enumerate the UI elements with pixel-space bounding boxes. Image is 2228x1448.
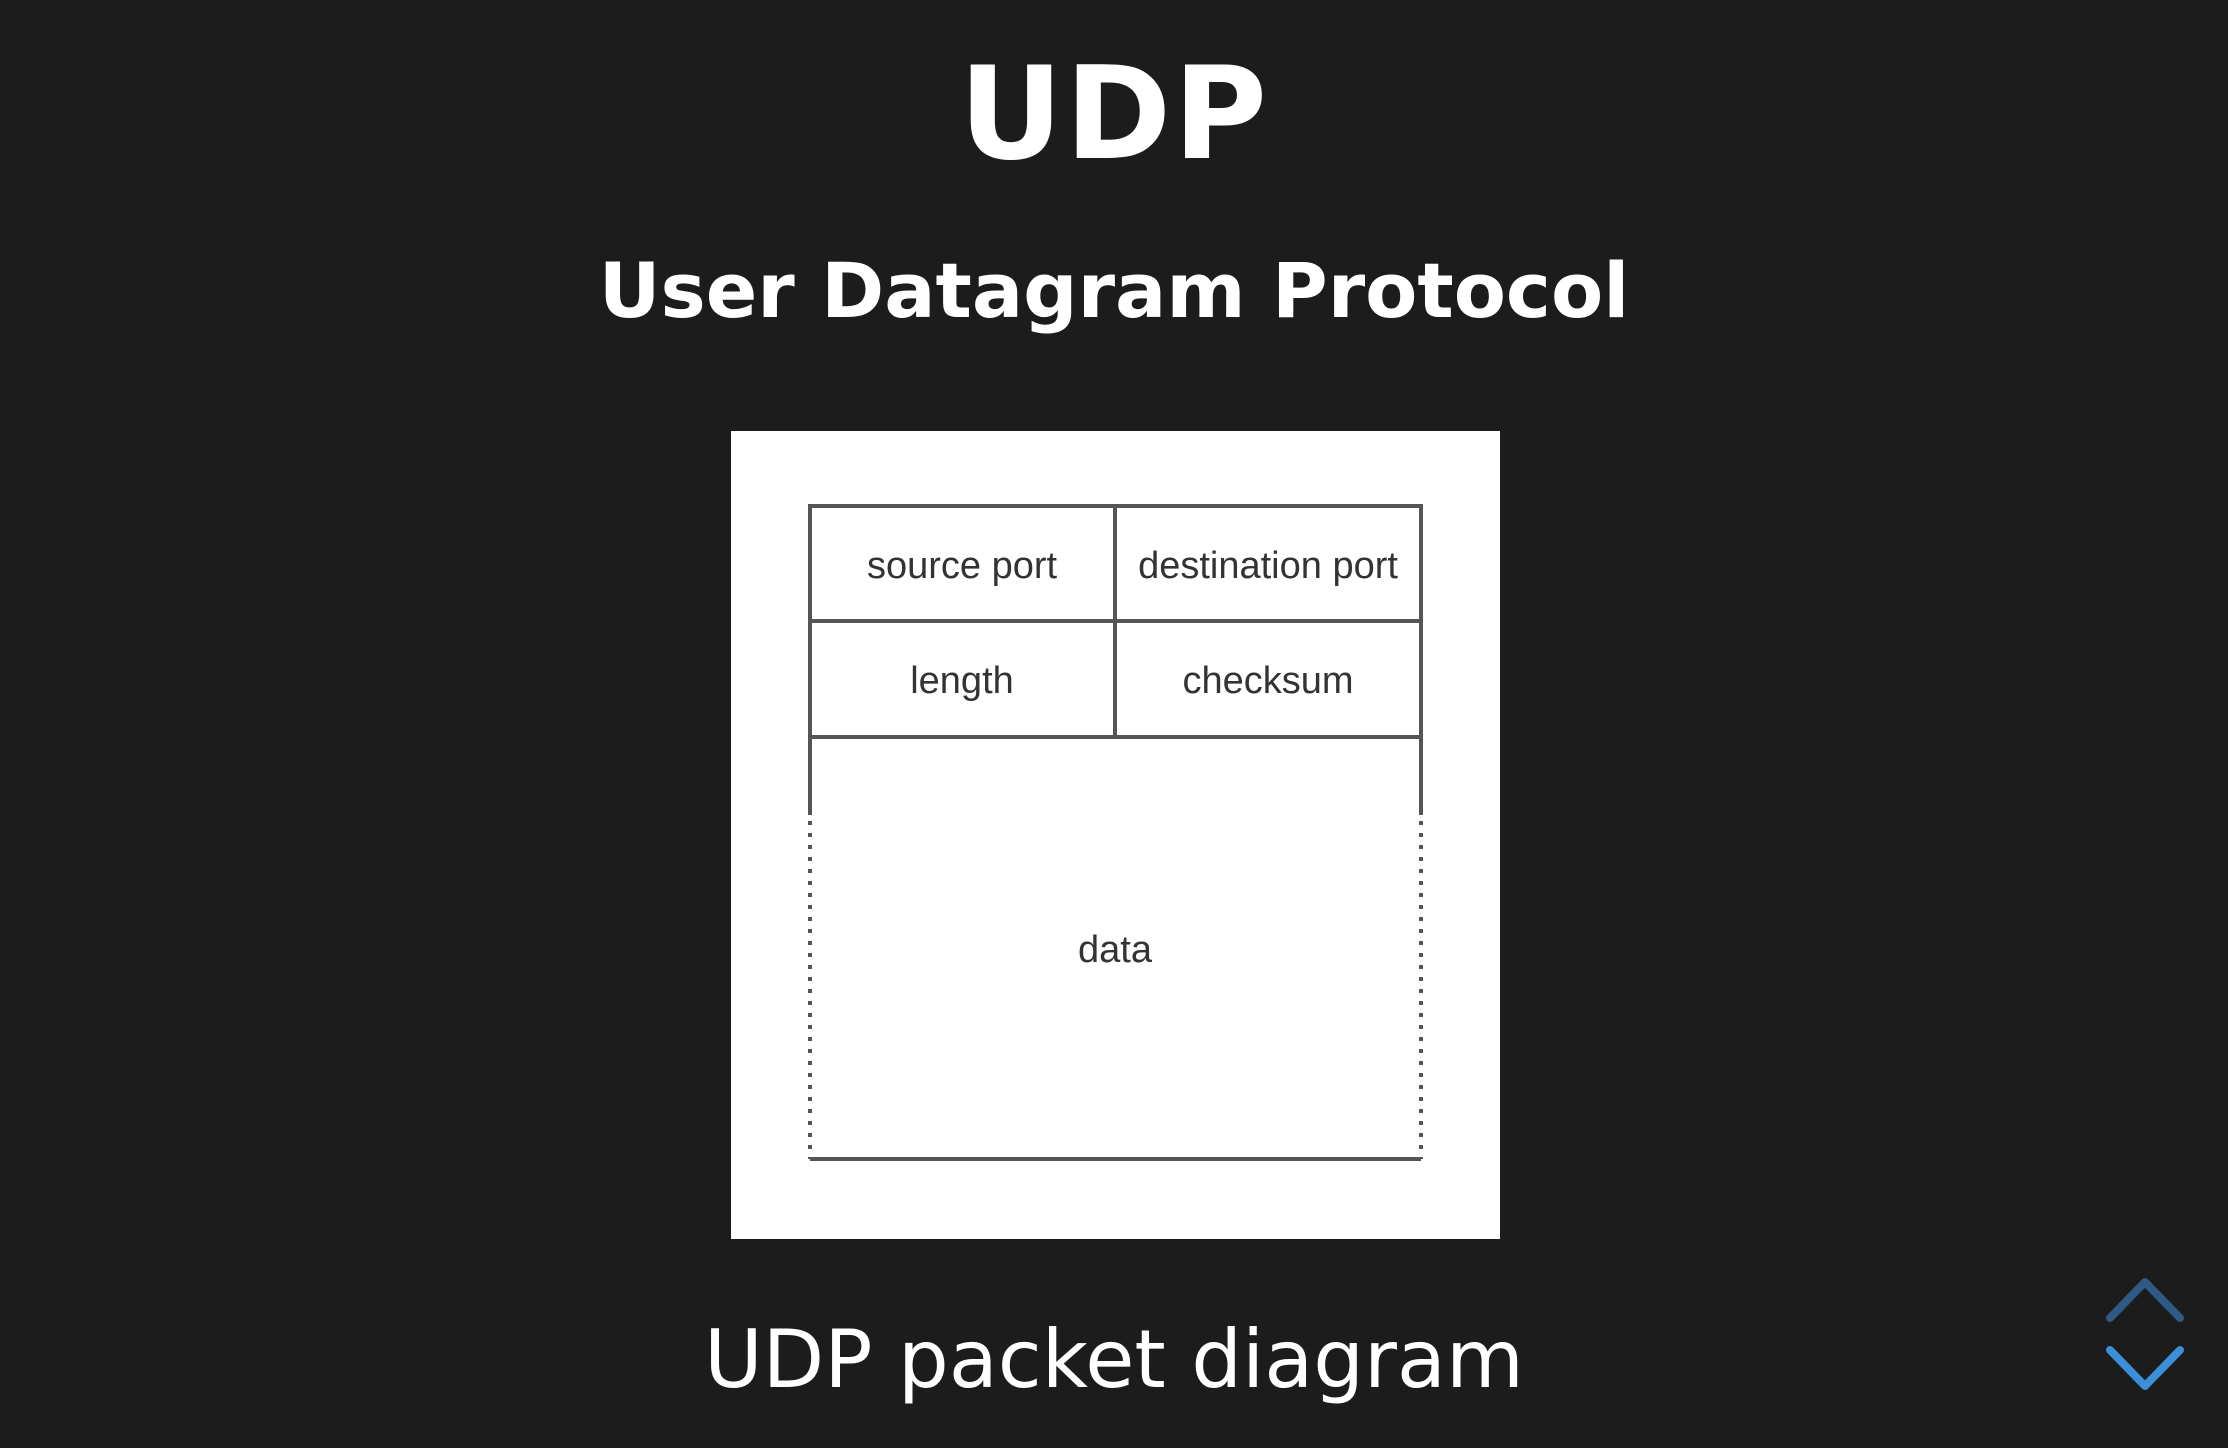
figure-caption: UDP packet diagram — [704, 1313, 1524, 1406]
data-label: data — [1078, 929, 1153, 971]
chevron-down-icon — [2106, 1346, 2184, 1390]
source-port-label: source port — [867, 545, 1058, 587]
chevron-up-icon — [2106, 1278, 2184, 1322]
destination-port-label: destination port — [1138, 545, 1398, 587]
previous-slide-button[interactable] — [2100, 1270, 2190, 1330]
slide-navigation — [2100, 1270, 2190, 1400]
next-slide-button[interactable] — [2100, 1338, 2190, 1398]
length-label: length — [910, 660, 1014, 702]
udp-packet-diagram: source port destination port length chec… — [731, 431, 1500, 1239]
slide-subtitle: User Datagram Protocol — [598, 246, 1630, 335]
checksum-label: checksum — [1182, 660, 1353, 702]
packet-diagram-svg: source port destination port length chec… — [808, 504, 1423, 1161]
slide-title: UDP — [959, 40, 1269, 189]
